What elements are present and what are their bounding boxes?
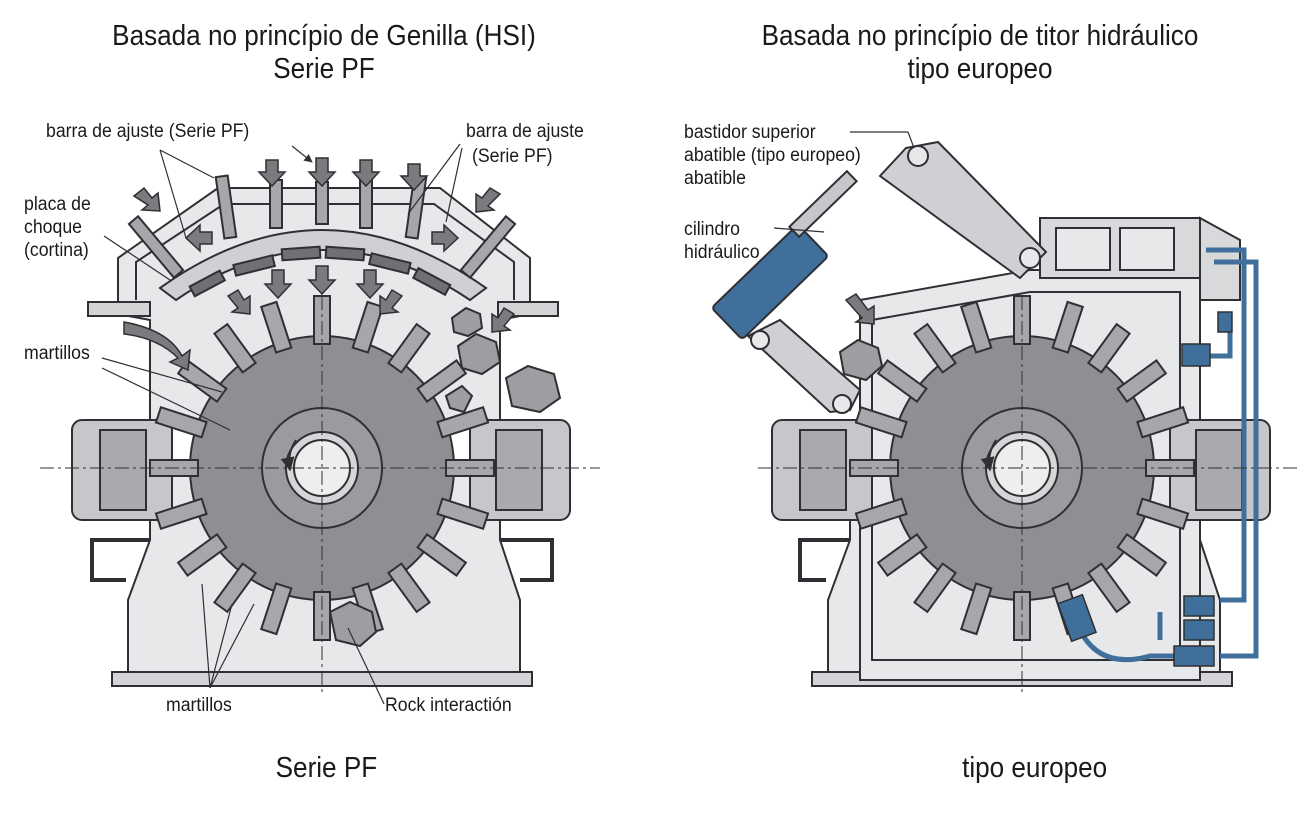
hammer-blade [1136, 497, 1190, 531]
label-cylinder: cilindro hidráulico [684, 218, 760, 264]
label-adjust-bar-right-2: (Serie PF) [472, 146, 553, 167]
curved-feed-arrow [123, 321, 191, 372]
hammer-blade [959, 300, 993, 354]
label-hammers-top: martillos [24, 343, 90, 364]
left-flange-left [87, 301, 151, 317]
hammer-blade [154, 497, 208, 531]
left-hammers [149, 295, 495, 641]
label-frame-1: bastidor superior [684, 122, 816, 143]
right-caption: tipo europeo [962, 752, 1108, 784]
hammer-blade [854, 497, 908, 531]
hammer-blade [913, 322, 957, 374]
lower-cylinder [1056, 593, 1098, 643]
arrow-side-left [132, 186, 161, 212]
hammer-blade [416, 533, 468, 577]
right-lower-arm [746, 318, 862, 414]
arrow-down-4 [399, 163, 429, 192]
right-flow-arrow [844, 293, 875, 325]
hammer-blade [259, 300, 293, 354]
left-rotation-arrow [280, 439, 297, 472]
label-frame-3: abatible [684, 168, 746, 189]
left-flow-arrows [123, 157, 516, 372]
arrow-down-6 [263, 269, 293, 300]
label-cylinder-2: hidráulico [684, 242, 760, 263]
arrow-side-right [475, 187, 502, 213]
label-rock: Rock interactión [385, 695, 512, 716]
hammer-blade [1051, 300, 1085, 354]
arrow-rock-feed [491, 306, 516, 333]
hammer-blade [436, 497, 490, 531]
label-frame: bastidor superior abatible (tipo europeo… [684, 121, 861, 190]
hammer-blade [959, 582, 993, 636]
hammer-blade [1136, 405, 1190, 439]
label-cylinder-1: cilindro [684, 219, 740, 240]
label-hammers-bottom: martillos [166, 695, 232, 716]
right-title: Basada no princípio de titor hidráulico … [737, 20, 1223, 86]
left-curtain-liners [188, 245, 452, 298]
arrow-left-1 [184, 223, 213, 253]
right-leaders [773, 131, 915, 233]
rock-5 [328, 600, 378, 648]
label-impact-plate-2: choque [24, 217, 82, 238]
rock-4 [444, 384, 474, 414]
arrow-down-7 [355, 269, 385, 300]
arrow-down-3 [351, 159, 381, 188]
hammer-blade [1116, 533, 1168, 577]
hammer-blade [849, 459, 899, 477]
hammer-blade [876, 359, 928, 403]
left-rocks [328, 306, 562, 648]
left-adjust-bars [127, 174, 517, 280]
label-frame-2: abatible (tipo europeo) [684, 145, 861, 166]
right-rock [838, 338, 884, 382]
hammer-blade [854, 405, 908, 439]
rock-3 [504, 364, 562, 414]
hammer-blade [213, 322, 257, 374]
frame-hinge-top [907, 145, 929, 167]
hammer-blade [387, 322, 431, 374]
right-title-line2: tipo europeo [907, 53, 1053, 85]
hammer-blade [1116, 359, 1168, 403]
left-title-line2: Serie PF [273, 53, 375, 85]
label-impact-plate-1: placa de [24, 194, 91, 215]
hammer-blade [1087, 562, 1131, 614]
arrow-down-5 [307, 265, 337, 296]
rock-2 [456, 332, 502, 376]
frame-hinge-bottom [1019, 247, 1041, 269]
label-adjust-bar-left: barra de ajuste (Serie PF) [46, 121, 250, 142]
hammer-blade [387, 562, 431, 614]
cylinder-rod [787, 169, 859, 239]
right-title-line1: Basada no princípio de titor hidráulico [761, 20, 1199, 52]
left-title-line1: Basada no princípio de Genilla (HSI) [112, 20, 536, 52]
hammer-blade [213, 562, 257, 614]
hammer-blade [259, 582, 293, 636]
label-adjust-bar-right-1: barra de ajuste [466, 121, 584, 142]
arrow-diag-1 [226, 288, 251, 315]
arrow-diag-2 [379, 288, 404, 315]
label-impact-plate: placa de choque (cortina) [24, 193, 91, 262]
hammer-blade [876, 533, 928, 577]
arrow-right-1 [431, 223, 460, 253]
rock-1 [450, 306, 484, 338]
hydraulic-valves [1056, 311, 1233, 667]
left-flange-right [497, 301, 559, 317]
right-centerlines [758, 296, 1300, 692]
arrow-down-2 [307, 157, 337, 188]
left-title: Basada no princípio de Genilla (HSI) Ser… [99, 20, 549, 86]
hammer-blade [176, 533, 228, 577]
hammer-blade [1087, 322, 1131, 374]
cylinder-barrel [712, 225, 828, 339]
hammer-blade [436, 405, 490, 439]
left-centerlines [40, 296, 600, 692]
hammer-blade [913, 562, 957, 614]
left-caption: Serie PF [275, 752, 378, 784]
hammer-blade [154, 405, 208, 439]
hydraulic-cylinder [712, 169, 859, 339]
label-impact-plate-3: (cortina) [24, 240, 89, 261]
left-leaders [101, 143, 463, 705]
arrow-down-1 [257, 159, 287, 188]
hammer-blade [351, 300, 385, 354]
